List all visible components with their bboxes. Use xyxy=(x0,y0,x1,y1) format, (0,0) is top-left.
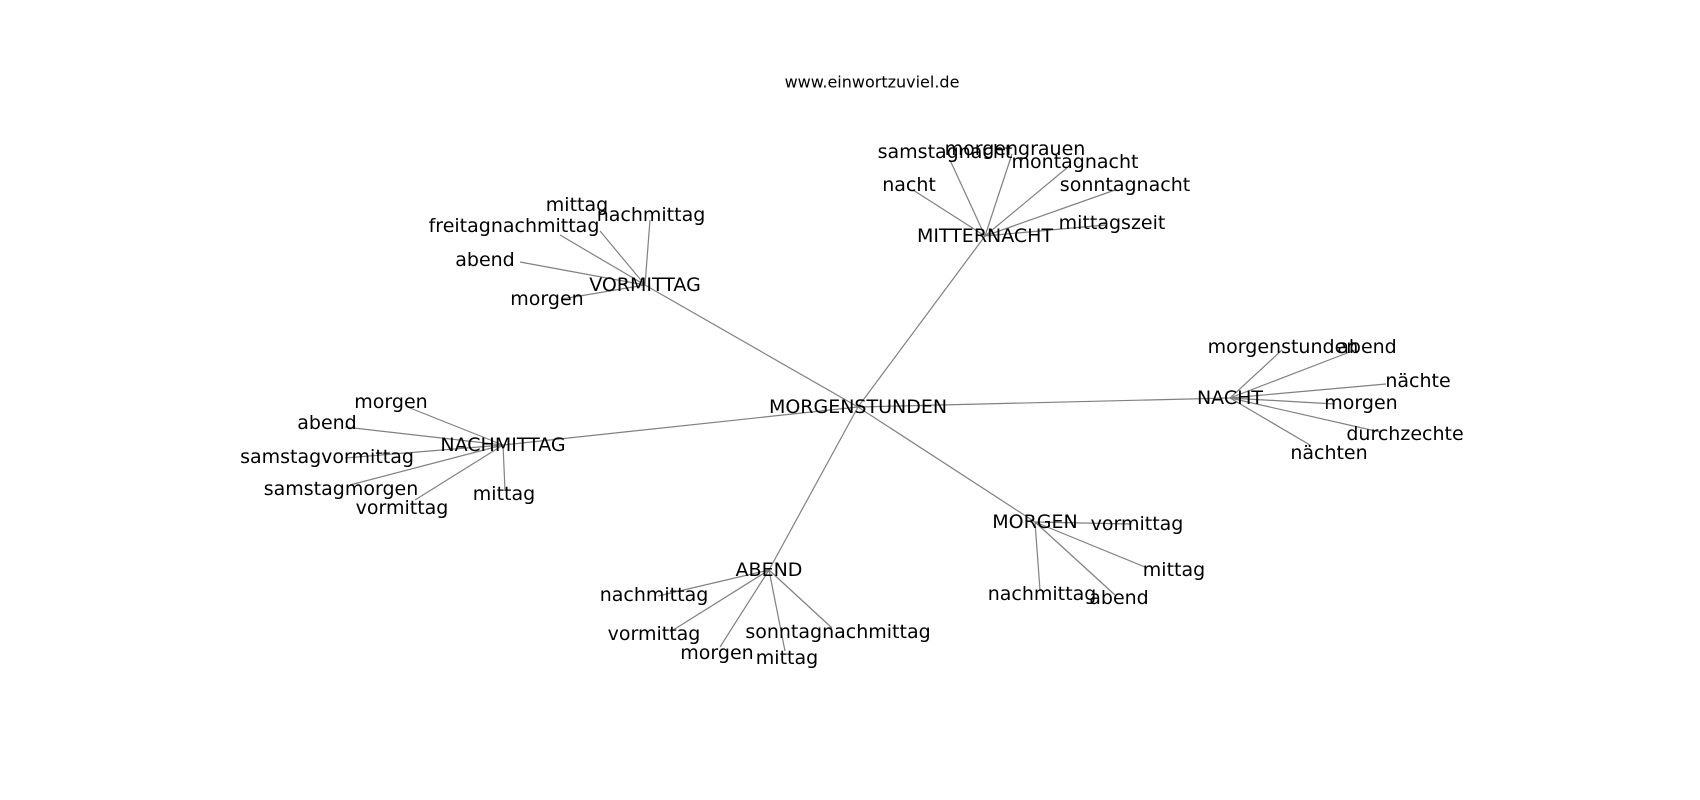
edge-vormittag-0 xyxy=(599,230,646,286)
cluster-node-mitternacht: MITTERNACHT xyxy=(917,225,1054,247)
leaf-node-nachmittag-1: abend xyxy=(297,412,357,434)
cluster-node-vormittag: VORMITTAG xyxy=(589,274,701,296)
leaf-node-mitternacht-1: morgengrauen xyxy=(945,138,1086,160)
edge-nachmittag-0 xyxy=(409,407,504,446)
cluster-node-abend: ABEND xyxy=(736,559,803,581)
leaf-node-nacht-3: morgen xyxy=(1324,392,1397,414)
leaf-node-morgen-2: nachmittag xyxy=(988,583,1097,605)
edge-nachmittag-4 xyxy=(414,444,504,501)
cluster-node-nacht: NACHT xyxy=(1197,387,1263,409)
leaf-node-mitternacht-3: nacht xyxy=(882,174,936,196)
leaf-node-nachmittag-3: samstagmorgen xyxy=(264,478,419,500)
cluster-node-morgen: MORGEN xyxy=(992,511,1078,533)
edge-morgen-3 xyxy=(1034,521,1116,596)
edge-nachmittag-1 xyxy=(344,426,504,446)
edge-nachmittag-2 xyxy=(344,444,504,459)
leaf-node-morgen-0: vormittag xyxy=(1091,513,1184,535)
edge-mitternacht-2 xyxy=(984,166,1069,237)
edge-morgen-2 xyxy=(1034,521,1041,591)
site-url: www.einwortzuviel.de xyxy=(785,73,960,92)
leaf-node-nacht-1: abend xyxy=(1337,336,1397,358)
edge-abend-2 xyxy=(719,569,770,648)
root-node-label: MORGENSTUNDEN xyxy=(769,396,947,418)
edge-vormittag-4 xyxy=(561,284,646,300)
leaf-node-nacht-2: nächte xyxy=(1385,370,1450,392)
edge-nachmittag-3 xyxy=(349,444,504,486)
edge-vormittag-2 xyxy=(559,234,646,286)
edge-nachmittag-5 xyxy=(502,444,506,491)
leaf-node-vormittag-3: abend xyxy=(455,249,515,271)
edge-nacht-1 xyxy=(1229,349,1356,399)
edge-mitternacht-5 xyxy=(984,224,1106,237)
edge-abend-3 xyxy=(768,569,786,652)
edge-mitternacht-1 xyxy=(984,153,1013,237)
edge-root-nachmittag xyxy=(502,406,859,446)
leaf-node-vormittag-4: morgen xyxy=(510,288,583,310)
edge-vormittag-1 xyxy=(644,219,651,286)
leaf-node-mitternacht-4: sonntagnacht xyxy=(1060,174,1190,196)
leaf-node-abend-1: vormittag xyxy=(608,623,701,645)
leaf-node-vormittag-0: mittag xyxy=(546,194,608,216)
cluster-node-nachmittag: NACHMITTAG xyxy=(440,434,565,456)
edge-morgen-1 xyxy=(1034,521,1146,568)
leaf-node-mitternacht-2: montagnacht xyxy=(1012,151,1139,173)
edge-root-vormittag xyxy=(644,284,859,408)
leaf-node-morgen-1: mittag xyxy=(1143,559,1205,581)
leaf-node-abend-4: sonntagnachmittag xyxy=(745,621,930,643)
leaf-node-nachmittag-2: samstagvormittag xyxy=(240,446,414,468)
edge-abend-4 xyxy=(768,569,833,629)
edge-root-morgen xyxy=(857,406,1036,523)
edge-nacht-3 xyxy=(1229,397,1336,405)
edge-abend-1 xyxy=(669,569,770,633)
edge-mitternacht-3 xyxy=(912,189,986,237)
edge-nacht-4 xyxy=(1229,397,1381,433)
leaf-node-vormittag-1: nachmittag xyxy=(597,204,706,226)
leaf-node-nacht-0: morgenstunden xyxy=(1208,336,1359,358)
edge-nacht-2 xyxy=(1229,383,1387,399)
edge-mitternacht-4 xyxy=(984,189,1116,237)
edge-nacht-0 xyxy=(1229,349,1283,399)
leaf-node-vormittag-2: freitagnachmittag xyxy=(429,215,600,237)
leaf-node-nacht-4: durchzechte xyxy=(1346,423,1463,445)
edge-morgen-0 xyxy=(1034,521,1131,525)
leaf-node-nachmittag-0: morgen xyxy=(354,391,427,413)
edge-root-nacht xyxy=(857,397,1231,408)
leaf-node-abend-2: morgen xyxy=(680,642,753,664)
leaf-node-mitternacht-5: mittagszeit xyxy=(1059,212,1166,234)
labels-layer: MORGENSTUNDENVORMITTAGmittagnachmittagfr… xyxy=(240,138,1464,669)
edge-root-abend xyxy=(768,406,859,571)
leaf-node-morgen-3: abend xyxy=(1089,587,1149,609)
edges-layer xyxy=(344,153,1387,652)
edge-vormittag-3 xyxy=(519,261,646,286)
leaf-node-abend-0: nachmittag xyxy=(600,584,709,606)
edge-abend-0 xyxy=(657,569,770,597)
edge-root-mitternacht xyxy=(857,235,986,408)
leaf-node-nacht-5: nächten xyxy=(1290,442,1367,464)
leaf-node-abend-3: mittag xyxy=(756,647,818,669)
leaf-node-nachmittag-5: mittag xyxy=(473,483,535,505)
edge-nacht-5 xyxy=(1229,397,1311,446)
leaf-node-mitternacht-0: samstagnacht xyxy=(878,141,1013,163)
leaf-node-nachmittag-4: vormittag xyxy=(356,497,449,519)
edge-mitternacht-0 xyxy=(949,159,986,237)
